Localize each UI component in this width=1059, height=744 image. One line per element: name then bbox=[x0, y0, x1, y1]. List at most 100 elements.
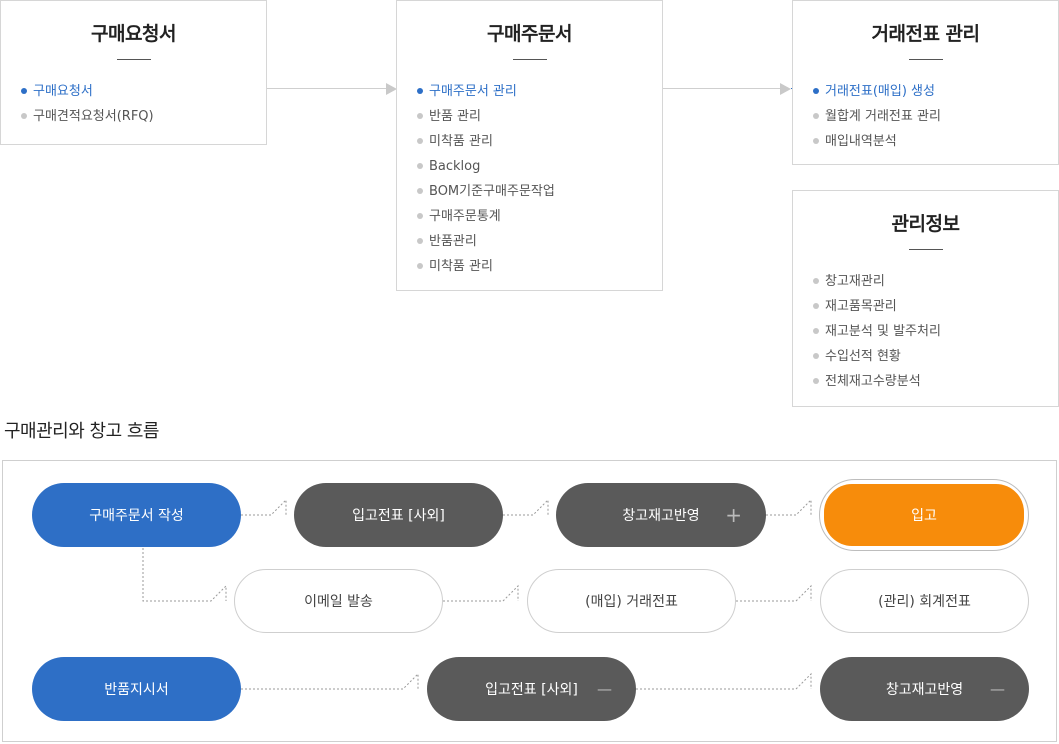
menu-item-stock-analysis[interactable]: 재고분석 및 발주처리 bbox=[813, 319, 941, 344]
menu-item-po-stats[interactable]: 구매주문통계 bbox=[417, 204, 555, 229]
purchase-request-box: 구매요청서 구매요청서 구매견적요청서(RFQ) bbox=[0, 0, 267, 145]
return-order-step[interactable]: 반품지시서 bbox=[32, 657, 241, 721]
purchase-slip-step[interactable]: (매입) 거래전표 bbox=[527, 569, 736, 633]
menu-item-label: 반품관리 bbox=[429, 234, 477, 249]
menu-item-in-transit[interactable]: 미착품 관리 bbox=[417, 129, 555, 154]
bullet-icon bbox=[813, 328, 819, 334]
menu-item-label: 재고분석 및 발주처리 bbox=[825, 324, 941, 339]
accounting-slip-step[interactable]: (관리) 회계전표 bbox=[820, 569, 1029, 633]
transaction-slip-box: 거래전표 관리 거래전표(매입) 생성 월합계 거래전표 관리 매입내역분석 bbox=[792, 0, 1059, 165]
arrow-right-icon bbox=[386, 83, 397, 95]
transaction-slip-menu: 거래전표(매입) 생성 월합계 거래전표 관리 매입내역분석 bbox=[813, 79, 941, 154]
bullet-icon bbox=[417, 113, 423, 119]
title-divider bbox=[908, 59, 943, 60]
connector-line-order-to-slip bbox=[662, 88, 780, 89]
arrow-right-icon bbox=[780, 83, 791, 95]
step-label: 이메일 발송 bbox=[304, 594, 373, 610]
warehouse-stock-minus-step[interactable]: 창고재고반영 — bbox=[820, 657, 1029, 721]
bullet-icon bbox=[417, 213, 423, 219]
purchase-request-menu: 구매요청서 구매견적요청서(RFQ) bbox=[21, 79, 154, 129]
menu-item-monthly-slip[interactable]: 월합계 거래전표 관리 bbox=[813, 104, 941, 129]
connector-line bbox=[503, 498, 549, 516]
connector-line bbox=[142, 548, 227, 602]
menu-item-returns[interactable]: 반품관리 bbox=[417, 229, 555, 254]
step-label: 구매주문서 작성 bbox=[89, 508, 184, 524]
bullet-icon bbox=[21, 113, 27, 119]
step-label: 입고 bbox=[911, 508, 937, 524]
step-label: (관리) 회계전표 bbox=[878, 594, 971, 610]
bullet-icon bbox=[813, 138, 819, 144]
minus-icon: — bbox=[597, 680, 612, 698]
bullet-icon bbox=[813, 353, 819, 359]
connector-line bbox=[766, 498, 812, 516]
menu-item-label: 미착품 관리 bbox=[429, 134, 493, 149]
menu-item-label: 미착품 관리 bbox=[429, 259, 493, 274]
menu-item-label: 재고품목관리 bbox=[825, 299, 897, 314]
connector-line bbox=[443, 584, 519, 602]
purchase-order-menu: 구매주문서 관리 반품 관리 미착품 관리 Backlog BOM기준구매주문작… bbox=[417, 79, 555, 279]
menu-item-label: Backlog bbox=[429, 159, 481, 174]
step-label: 창고재고반영 bbox=[885, 682, 964, 698]
menu-item-label: 수입선적 현황 bbox=[825, 349, 901, 364]
box-title: 거래전표 관리 bbox=[871, 23, 981, 45]
purchase-order-box: 구매주문서 구매주문서 관리 반품 관리 미착품 관리 Backlog BOM기… bbox=[396, 0, 663, 291]
title-divider bbox=[512, 59, 547, 60]
bullet-icon bbox=[813, 88, 819, 94]
minus-icon: — bbox=[990, 680, 1005, 698]
menu-item-label: 월합계 거래전표 관리 bbox=[825, 109, 941, 124]
menu-item-label: 매입내역분석 bbox=[825, 134, 897, 149]
menu-item-return-manage[interactable]: 반품 관리 bbox=[417, 104, 555, 129]
menu-item-label: 거래전표(매입) 생성 bbox=[825, 84, 935, 99]
menu-item-label: 구매주문통계 bbox=[429, 209, 501, 224]
connector-line bbox=[241, 672, 419, 690]
bullet-icon bbox=[813, 303, 819, 309]
step-label: 창고재고반영 bbox=[622, 508, 700, 524]
management-info-box: 관리정보 창고재관리 재고품목관리 재고분석 및 발주처리 수입선적 현황 전체… bbox=[792, 190, 1059, 407]
connector-line bbox=[736, 584, 812, 602]
menu-item-total-stock[interactable]: 전체재고수량분석 bbox=[813, 369, 941, 394]
bullet-icon bbox=[417, 138, 423, 144]
menu-item-bom-order[interactable]: BOM기준구매주문작업 bbox=[417, 179, 555, 204]
title-divider bbox=[908, 249, 943, 250]
connector-line-request-to-order bbox=[266, 88, 386, 89]
menu-item-in-transit-2[interactable]: 미착품 관리 bbox=[417, 254, 555, 279]
email-send-step[interactable]: 이메일 발송 bbox=[234, 569, 443, 633]
section-title: 구매관리와 창고 흐름 bbox=[4, 421, 159, 442]
management-info-menu: 창고재관리 재고품목관리 재고분석 및 발주처리 수입선적 현황 전체재고수량분… bbox=[813, 269, 941, 394]
menu-item-label: 반품 관리 bbox=[429, 109, 481, 124]
receipt-step-inner: 입고 bbox=[824, 484, 1024, 546]
menu-item-label: 구매견적요청서(RFQ) bbox=[33, 109, 154, 124]
step-label: 반품지시서 bbox=[104, 682, 169, 698]
create-po-step[interactable]: 구매주문서 작성 bbox=[32, 483, 241, 547]
menu-item-import-shipping[interactable]: 수입선적 현황 bbox=[813, 344, 941, 369]
flow-panel bbox=[2, 460, 1057, 742]
menu-item-rfq[interactable]: 구매견적요청서(RFQ) bbox=[21, 104, 154, 129]
goods-receipt-return-step[interactable]: 입고전표 [사외] — bbox=[427, 657, 636, 721]
menu-item-stock-items[interactable]: 재고품목관리 bbox=[813, 294, 941, 319]
bullet-icon bbox=[417, 238, 423, 244]
box-title: 구매주문서 bbox=[487, 23, 572, 45]
menu-item-label: 구매주문서 관리 bbox=[429, 84, 517, 99]
menu-item-po-manage[interactable]: 구매주문서 관리 bbox=[417, 79, 555, 104]
box-title: 관리정보 bbox=[891, 213, 960, 235]
menu-item-warehouse[interactable]: 창고재관리 bbox=[813, 269, 941, 294]
bullet-icon bbox=[417, 88, 423, 94]
menu-item-label: 창고재관리 bbox=[825, 274, 885, 289]
step-label: 입고전표 [사외] bbox=[352, 508, 445, 524]
box-title: 구매요청서 bbox=[91, 23, 176, 45]
bullet-icon bbox=[417, 163, 423, 169]
menu-item-label: BOM기준구매주문작업 bbox=[429, 184, 555, 199]
warehouse-stock-plus-step[interactable]: 창고재고반영 + bbox=[556, 483, 766, 547]
menu-item-backlog[interactable]: Backlog bbox=[417, 154, 555, 179]
receipt-step[interactable]: 입고 bbox=[819, 479, 1029, 551]
bullet-icon bbox=[417, 263, 423, 269]
bullet-icon bbox=[813, 278, 819, 284]
bullet-icon bbox=[21, 88, 27, 94]
menu-item-purchase-request[interactable]: 구매요청서 bbox=[21, 79, 154, 104]
menu-item-purchase-analysis[interactable]: 매입내역분석 bbox=[813, 129, 941, 154]
step-label: 입고전표 [사외] bbox=[485, 682, 578, 698]
bullet-icon bbox=[813, 113, 819, 119]
goods-receipt-external-step[interactable]: 입고전표 [사외] bbox=[294, 483, 503, 547]
menu-item-slip-create[interactable]: 거래전표(매입) 생성 bbox=[813, 79, 941, 104]
